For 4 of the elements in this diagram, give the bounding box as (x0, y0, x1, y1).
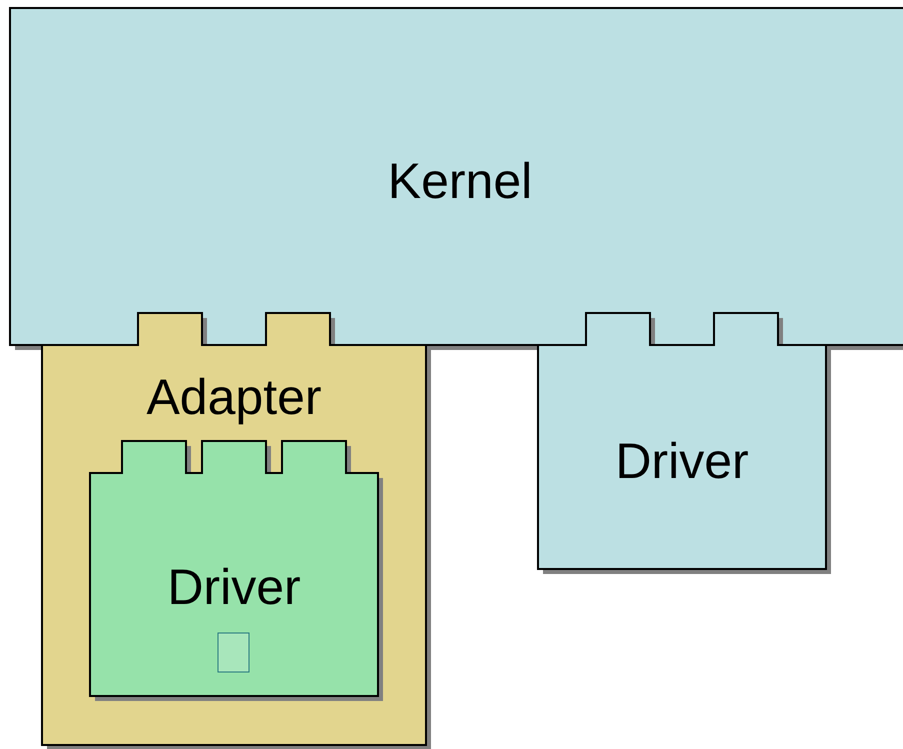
block-label: Kernel (388, 153, 532, 209)
block-label: Driver (615, 433, 749, 489)
block-label: Driver (167, 559, 301, 615)
block-label: Adapter (146, 369, 322, 425)
